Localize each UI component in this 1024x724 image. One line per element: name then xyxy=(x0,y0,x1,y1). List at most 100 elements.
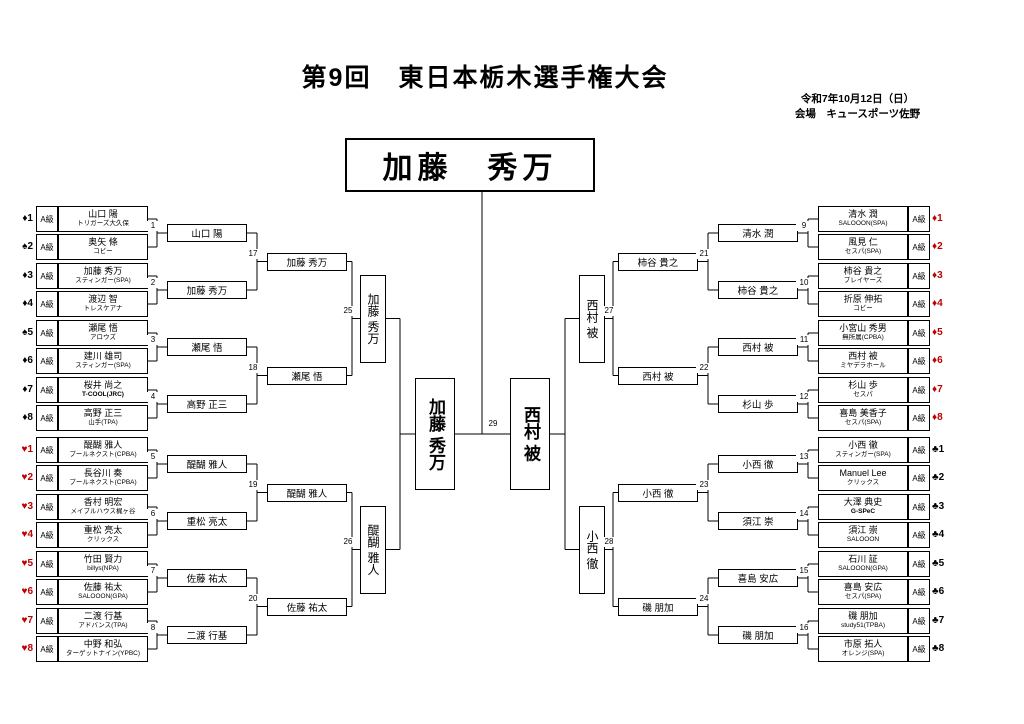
entry-team: スティンガー(SPA) xyxy=(75,362,131,370)
entry-team: スティンガー(SPA) xyxy=(75,277,131,285)
seed-marker: ♦6 xyxy=(22,355,33,366)
entry-team: SALOOON(GPA) xyxy=(78,593,128,601)
round2-winner-box: 柿谷 貴之 xyxy=(618,252,698,271)
entry-name: 西村 被 xyxy=(848,351,878,362)
entry-box: 高野 正三山手(TPA) xyxy=(58,405,148,431)
round1-winner-box: 喜島 安広 xyxy=(718,569,798,587)
seed-marker: ♣4 xyxy=(932,529,945,540)
class-badge: A級 xyxy=(36,377,58,403)
entry-name: 市原 拓人 xyxy=(843,639,883,650)
class-badge: A級 xyxy=(36,234,58,260)
entry-name: 瀬尾 悟 xyxy=(88,323,118,334)
entry-name: 山口 陽 xyxy=(88,209,118,220)
seed-marker: ♣6 xyxy=(932,586,945,597)
entry-name: 中野 和弘 xyxy=(83,639,123,650)
entry-team: SALOOON(SPA) xyxy=(838,220,888,228)
match-number: 26 xyxy=(340,536,356,547)
entry-box: 中野 和弘ターゲットナイン(YPBC) xyxy=(58,636,148,662)
match-number: 12 xyxy=(796,392,812,402)
entry-team: study51(TPBA) xyxy=(840,622,886,630)
round1-winner-box: 小西 徹 xyxy=(718,455,798,473)
match-number: 11 xyxy=(796,335,812,345)
entry-team: トレスケアナ xyxy=(83,305,123,313)
class-badge: A級 xyxy=(908,348,930,374)
entry-team: セスパ(SPA) xyxy=(844,248,882,256)
round1-winner-box: 醍醐 雅人 xyxy=(167,455,247,473)
seed-marker: ♦3 xyxy=(932,270,943,281)
seed-marker: ♦8 xyxy=(22,412,33,423)
entry-team: メイプルハウス梶ヶ谷 xyxy=(70,508,136,516)
finalist-box: 加藤 秀万 xyxy=(415,378,455,490)
entry-team: コビー xyxy=(93,248,113,256)
class-badge: A級 xyxy=(36,348,58,374)
class-badge: A級 xyxy=(908,465,930,491)
class-badge: A級 xyxy=(908,320,930,346)
seed-marker: ♦1 xyxy=(932,213,943,224)
class-badge: A級 xyxy=(36,522,58,548)
entry-team: プレイヤーズ xyxy=(843,277,883,285)
seed-marker: ♥4 xyxy=(21,529,34,540)
match-number: 5 xyxy=(145,452,161,462)
entry-name: 佐藤 祐太 xyxy=(83,582,123,593)
match-number: 15 xyxy=(796,566,812,576)
round2-winner-box: 醍醐 雅人 xyxy=(267,483,347,502)
seed-marker: ♦1 xyxy=(22,213,33,224)
seed-marker: ♦3 xyxy=(22,270,33,281)
entry-name: 喜島 安広 xyxy=(843,582,883,593)
entry-team: トリガーズ大久保 xyxy=(77,220,129,228)
match-number: 3 xyxy=(145,335,161,345)
match-number: 13 xyxy=(796,452,812,462)
quarterfinal-winner-box: 加藤 秀万 xyxy=(360,274,386,363)
entry-name: 柿谷 貴之 xyxy=(843,266,883,277)
round1-winner-box: 須江 崇 xyxy=(718,512,798,530)
match-number: 22 xyxy=(696,362,712,373)
entry-name: 奥矢 條 xyxy=(88,237,118,248)
class-badge: A級 xyxy=(36,206,58,232)
entry-name: 喜島 美香子 xyxy=(839,408,887,419)
round2-winner-box: 磯 朋加 xyxy=(618,597,698,616)
entry-team: アドバンス(TPA) xyxy=(78,622,128,630)
round2-winner-box: 瀬尾 悟 xyxy=(267,366,347,385)
quarterfinal-winner-box: 小西 徹 xyxy=(579,505,605,594)
entry-team: クリックス xyxy=(86,536,120,544)
entry-team: 無所属(CPBA) xyxy=(842,334,884,342)
round1-winner-box: 山口 陽 xyxy=(167,224,247,242)
round1-winner-box: 重松 亮太 xyxy=(167,512,247,530)
entry-team: スティンガー(SPA) xyxy=(835,451,891,459)
match-number: 24 xyxy=(696,593,712,604)
quarterfinal-winner-box: 醍醐 雅人 xyxy=(360,505,386,594)
class-badge: A級 xyxy=(908,437,930,463)
match-number: 20 xyxy=(245,593,261,604)
seed-marker: ♦7 xyxy=(22,384,33,395)
entry-name: 桜井 尚之 xyxy=(83,380,123,391)
entry-name: 建川 雄司 xyxy=(83,351,123,362)
round1-winner-box: 佐藤 祐太 xyxy=(167,569,247,587)
entry-team: セスパ(SPA) xyxy=(844,419,882,427)
class-badge: A級 xyxy=(908,522,930,548)
entry-name: 二渡 行基 xyxy=(83,611,123,622)
seed-marker: ♦4 xyxy=(932,298,943,309)
entry-name: 磯 朋加 xyxy=(848,611,878,622)
seed-marker: ♦6 xyxy=(932,355,943,366)
round2-winner-box: 西村 被 xyxy=(618,366,698,385)
class-badge: A級 xyxy=(36,320,58,346)
entry-team: クリックス xyxy=(846,479,880,487)
class-badge: A級 xyxy=(36,494,58,520)
seed-marker: ♦8 xyxy=(932,412,943,423)
class-badge: A級 xyxy=(36,291,58,317)
entry-name: 折原 伸拓 xyxy=(843,294,883,305)
match-number: 1 xyxy=(145,221,161,231)
match-number: 18 xyxy=(245,362,261,373)
seed-marker: ♣7 xyxy=(932,615,945,626)
seed-marker: ♥3 xyxy=(21,501,34,512)
match-number: 6 xyxy=(145,509,161,519)
round1-winner-box: 二渡 行基 xyxy=(167,626,247,644)
round1-winner-box: 加藤 秀万 xyxy=(167,281,247,299)
match-number: 19 xyxy=(245,479,261,490)
entry-name: 小西 徹 xyxy=(848,440,878,451)
entry-box: 喜島 美香子セスパ(SPA) xyxy=(818,405,908,431)
